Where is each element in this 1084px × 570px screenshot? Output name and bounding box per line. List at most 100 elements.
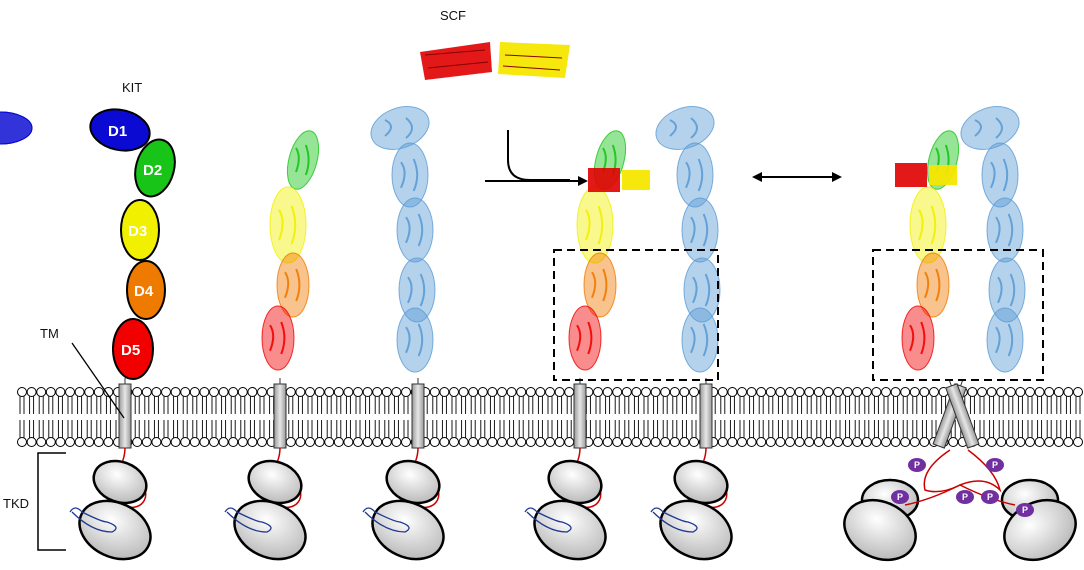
lipid-tail (797, 396, 803, 438)
domain-d3 (120, 199, 160, 261)
lipid-head (228, 437, 239, 447)
protein-strands (405, 323, 424, 357)
lipid-head (362, 387, 373, 397)
lipid-head (641, 437, 651, 447)
lipid-head (391, 387, 402, 397)
phosphate-badge (956, 490, 974, 504)
lipid-head (881, 437, 891, 447)
domain-d5 (112, 318, 154, 380)
domain-d3-label: D3 (128, 223, 147, 240)
lipid-head (861, 437, 872, 447)
lipid-head (1063, 437, 1074, 447)
lipid-tail (921, 396, 927, 438)
activation-loop (650, 507, 698, 533)
lipid-head (727, 387, 738, 397)
lipid-head (26, 437, 37, 447)
lipid-head (103, 437, 114, 447)
lipid-head (564, 387, 575, 397)
lipid-head (564, 437, 575, 447)
lipid-tail (547, 396, 553, 438)
lipid-head (55, 387, 66, 397)
lipid-head (26, 387, 37, 397)
tm-stalk (960, 380, 964, 387)
lipid-head (353, 437, 363, 447)
activation-loop (524, 507, 572, 533)
lipid-head (650, 437, 661, 447)
lipid-head (439, 387, 450, 397)
lipid-tail (931, 396, 937, 438)
lipid-head (516, 387, 527, 397)
scf-structure (420, 42, 570, 80)
lipid-head (65, 387, 75, 397)
lipid-tail (355, 396, 361, 438)
lipid-tail (67, 396, 73, 438)
lipid-tail (643, 396, 649, 438)
lipid-head (727, 437, 738, 447)
lipid-tail (365, 396, 371, 438)
protein-strands (924, 268, 941, 302)
lipid-head (890, 387, 901, 397)
lipid-head (497, 437, 507, 447)
lipid-tail (509, 396, 515, 438)
lipid-tail (864, 396, 870, 438)
lipid-tail (989, 396, 995, 438)
lipid-head (209, 387, 219, 397)
lipid-head (295, 437, 306, 447)
tm-cylinder (411, 383, 425, 449)
lipid-head (209, 437, 219, 447)
lipid-tail (1075, 396, 1081, 438)
lipid-tail (854, 396, 860, 438)
lipid-tail (845, 396, 851, 438)
kinase-c-lobe (843, 498, 917, 562)
lipid-head (1005, 387, 1016, 397)
lipid-tail (941, 396, 947, 438)
protein-strands (405, 213, 424, 247)
lipid-head (1044, 437, 1055, 447)
lipid-head (45, 387, 56, 397)
lipid-head (833, 387, 843, 397)
lipid-tail (57, 396, 63, 438)
lipid-head (180, 387, 191, 397)
lipid-head (439, 437, 450, 447)
lipid-head (535, 437, 546, 447)
lipid-tail (441, 396, 447, 438)
lipid-head (813, 387, 824, 397)
lipid-head (641, 387, 651, 397)
lipid-head (900, 437, 911, 447)
scf-bound-red (895, 163, 927, 187)
lipid-head (1034, 437, 1045, 447)
lipid-head (353, 387, 363, 397)
protein-domain-surface (683, 257, 721, 323)
lipid-tail (144, 396, 150, 438)
lipid-tail (595, 396, 601, 438)
lipid-head (161, 437, 171, 447)
scf-label: SCF (440, 8, 466, 23)
protein-strands (295, 144, 310, 176)
protein-domain-surface (396, 307, 434, 373)
lipid-head (324, 387, 335, 397)
protein-strands (591, 268, 608, 302)
transmembrane-helix (411, 378, 425, 449)
lipid-head (170, 437, 181, 447)
lipid-head (285, 437, 296, 447)
lipid-tail (806, 396, 812, 438)
lipid-head (55, 437, 66, 447)
lipid-head (314, 437, 325, 447)
lipid-head (794, 387, 805, 397)
lipid-head (823, 437, 834, 447)
lipid-tail (835, 396, 841, 438)
lipid-tail (816, 396, 822, 438)
lipid-head (132, 437, 143, 447)
lipid-tail (825, 396, 831, 438)
lipid-tail (288, 396, 294, 438)
protein-strands (669, 117, 698, 139)
lipid-head (295, 387, 306, 397)
lipid-head (180, 437, 191, 447)
lipid-head (871, 387, 882, 397)
lipid-head (890, 437, 901, 447)
lipid-tail (605, 396, 611, 438)
phosphate-label: P (992, 460, 998, 470)
lipid-head (170, 387, 181, 397)
lipid-head (602, 437, 613, 447)
lipid-tail (307, 396, 313, 438)
